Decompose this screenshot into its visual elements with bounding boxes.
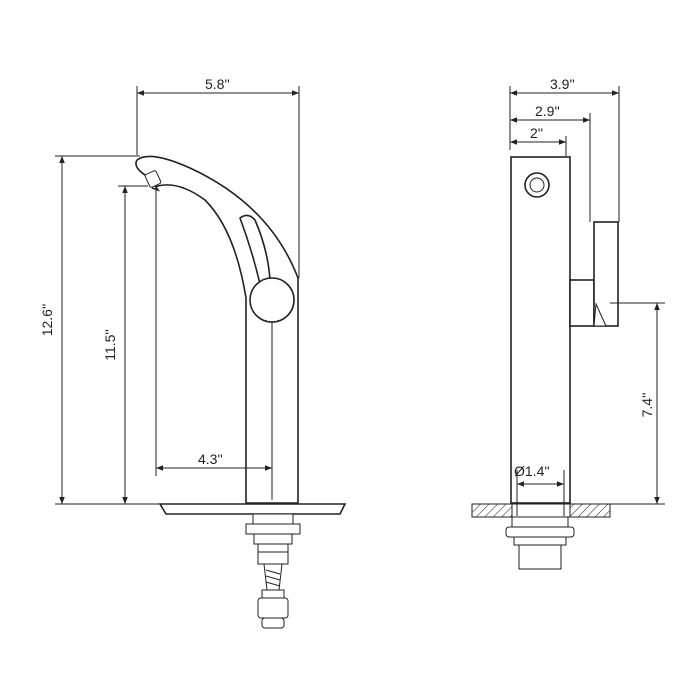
- mounting-hardware-front: [505, 516, 575, 570]
- handle-knob-side: [249, 277, 295, 323]
- dim-label-2: 2'': [530, 125, 543, 141]
- faucet-body-front: [510, 156, 571, 504]
- dim-base-front: 2'': [510, 125, 567, 156]
- dim-label-4-3: 4.3'': [198, 451, 223, 467]
- dim-handle-height: 7.4'': [610, 302, 665, 505]
- dim-diameter: Ø1.4'': [514, 463, 565, 516]
- dim-spout-height: 11.5'': [102, 185, 148, 504]
- dim-height-side: 12.6'': [39, 155, 160, 505]
- dim-label-2-9: 2.9'': [535, 103, 560, 119]
- dim-label-11-5: 11.5'': [102, 329, 118, 361]
- countertop-front: [471, 503, 611, 518]
- faucet-body-side: [135, 155, 299, 504]
- dim-reach: 4.3'': [155, 186, 273, 500]
- base-plate-side: [158, 503, 347, 515]
- dim-label-7-4: 7.4'': [639, 393, 655, 418]
- side-view: 5.8'' 12.6'' 11.5'' 4.3'': [39, 76, 347, 629]
- mounting-hardware-side: [245, 513, 301, 629]
- dim-width-side: 5.8'': [136, 76, 300, 278]
- front-view: 3.9'' 2.9'' 2'' 7.4'' Ø1.4'': [471, 76, 665, 570]
- dim-label-3-9: 3.9'': [550, 76, 575, 92]
- handle-front: [569, 221, 619, 327]
- dim-depth-front: 2.9'': [510, 103, 591, 222]
- dim-label-5-8: 5.8'': [205, 76, 230, 92]
- dim-label-diameter: Ø1.4'': [514, 463, 550, 479]
- dim-label-12-6: 12.6'': [39, 304, 55, 337]
